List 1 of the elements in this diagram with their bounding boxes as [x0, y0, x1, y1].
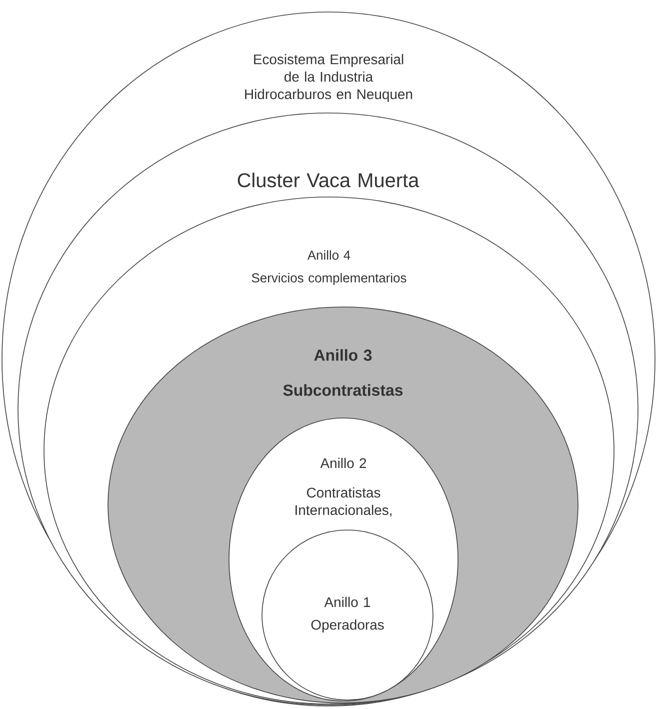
- ring: Anillo 1 Operadoras: [262, 530, 434, 700]
